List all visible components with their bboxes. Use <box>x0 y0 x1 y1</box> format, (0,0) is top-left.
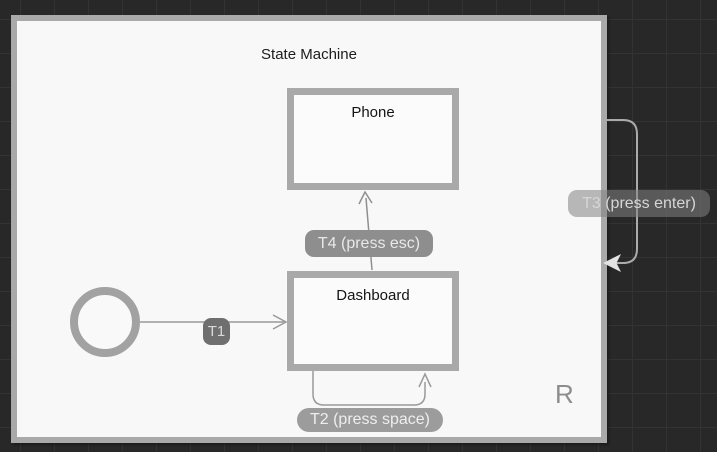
state-machine-container[interactable] <box>11 15 607 443</box>
state-phone[interactable]: Phone <box>287 88 459 190</box>
watermark-r: R <box>555 379 574 409</box>
diagram-title: State Machine <box>261 46 357 63</box>
transition-t2-label[interactable]: T2 (press space) <box>297 408 443 432</box>
transition-t1-label[interactable]: T1 <box>203 318 230 345</box>
transition-t4-label[interactable]: T4 (press esc) <box>305 230 433 257</box>
state-phone-label: Phone <box>351 104 395 121</box>
state-dashboard[interactable]: Dashboard <box>287 271 459 371</box>
initial-state-circle[interactable] <box>70 287 140 357</box>
state-dashboard-label: Dashboard <box>336 287 410 304</box>
transition-t3-label[interactable]: T3 (press enter) <box>568 190 710 217</box>
